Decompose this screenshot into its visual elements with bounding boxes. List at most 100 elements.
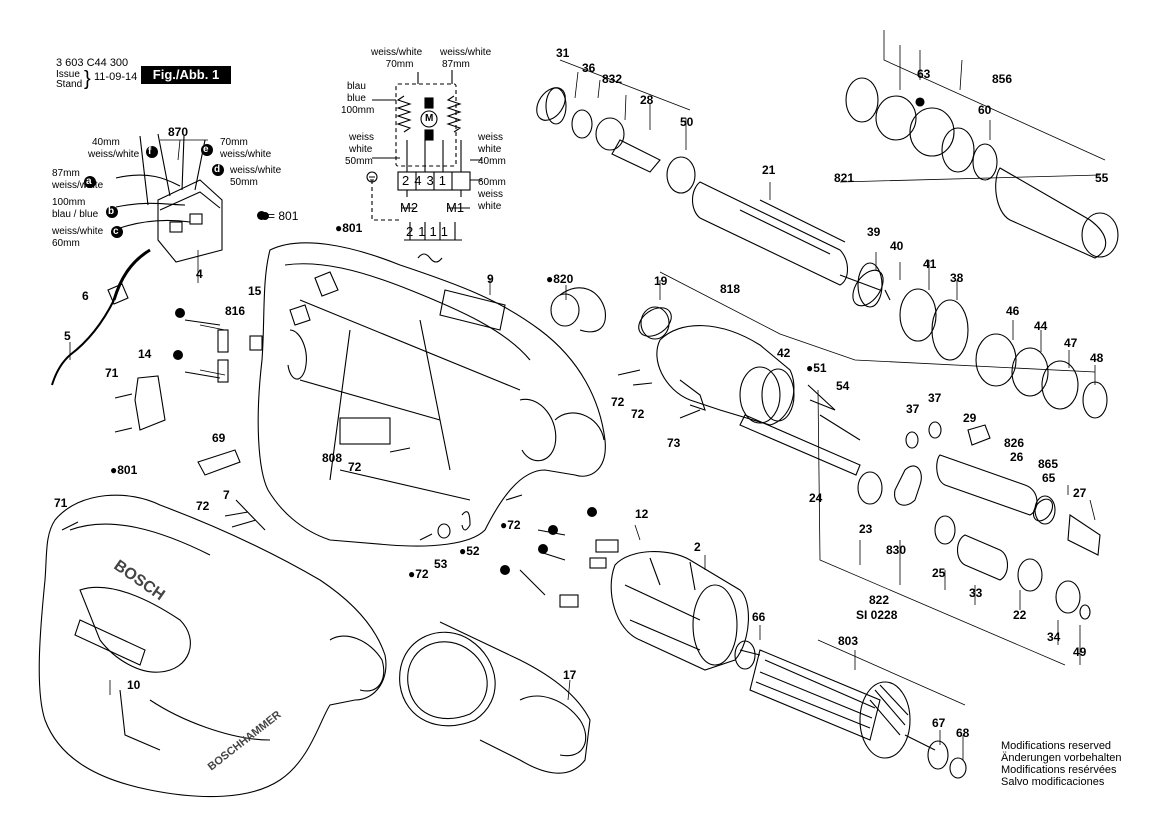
callout-801: ●801 — [335, 221, 363, 235]
callout-4: 4 — [196, 267, 203, 281]
callout-55: 55 — [1095, 171, 1109, 185]
issue-date: 11-09-14 — [94, 71, 138, 83]
callout-24: 24 — [809, 491, 823, 505]
callout-72: 72 — [611, 395, 625, 409]
stand-label: Stand — [56, 79, 83, 90]
part-number: 3 603 C44 300 — [56, 57, 129, 69]
callout-9: 9 — [487, 272, 494, 286]
wiring-schematic — [366, 70, 482, 263]
callout-60: 60 — [978, 103, 992, 117]
callout-33: 33 — [969, 586, 983, 600]
note-en: Modifications reserved — [1001, 740, 1112, 752]
terminal-numbers: 2431 — [402, 173, 451, 188]
callout-65: 65 — [1042, 471, 1056, 485]
callout-808: 808 — [322, 451, 343, 465]
callout-36: 36 — [582, 61, 596, 75]
spindle-assembly — [545, 87, 883, 308]
callout-47: 47 — [1064, 336, 1078, 350]
callout-38: 38 — [950, 271, 964, 285]
note-fr: Modifications resérvées — [1001, 764, 1117, 776]
callout-6: 6 — [82, 289, 89, 303]
callout-72: ●72 — [408, 567, 429, 581]
callout-50: 50 — [680, 115, 694, 129]
callout-72: 72 — [348, 460, 362, 474]
dot-legend: = 801 — [257, 210, 298, 222]
callout-71: 71 — [105, 366, 119, 380]
callout-44: 44 — [1034, 319, 1048, 333]
callout-63: 63 — [917, 67, 931, 81]
callout-41: 41 — [923, 257, 937, 271]
callout-51: ●51 — [806, 361, 827, 375]
gasket-and-bracket — [399, 621, 591, 774]
motor-symbol: M — [425, 113, 434, 124]
callout-818: 818 — [720, 282, 741, 296]
callout-21: 21 — [762, 163, 776, 177]
housing-half — [257, 242, 606, 547]
callout-46: 46 — [1006, 304, 1020, 318]
callout-72: ●72 — [500, 518, 521, 532]
callout-22: 22 — [1013, 608, 1027, 622]
callout-49: 49 — [1073, 645, 1087, 659]
callout-54: 54 — [836, 379, 850, 393]
switch-contact-numbers: 2111 — [406, 224, 453, 239]
callout-72: 72 — [631, 407, 645, 421]
bubble-a: a — [86, 176, 92, 187]
callout-816: 816 — [225, 304, 246, 318]
callout-856: 856 — [992, 72, 1013, 86]
callout-820: ●820 — [546, 272, 574, 286]
bubble-d: d — [214, 164, 221, 175]
armature — [734, 640, 967, 779]
brace-glyph: } — [84, 68, 91, 90]
note-es: Salvo modificaciones — [1001, 776, 1105, 788]
callout-69: 69 — [212, 431, 226, 445]
callout-29: 29 — [963, 411, 977, 425]
gear-housing — [550, 287, 795, 426]
callout-53: 53 — [434, 557, 448, 571]
callout-72: 72 — [196, 499, 210, 513]
callout-66: 66 — [752, 610, 766, 624]
leader-lines — [69, 30, 1106, 760]
chuck-assembly — [845, 77, 1119, 259]
callout-si-0228: SI 0228 — [856, 608, 898, 622]
note-de: Änderungen vorbehalten — [1001, 752, 1122, 764]
callout-26: 26 — [1010, 450, 1024, 464]
small-parts — [61, 289, 891, 608]
callout-10: 10 — [127, 678, 141, 692]
bubble-e: e — [203, 144, 209, 155]
callout-23: 23 — [859, 522, 873, 536]
callout-17: 17 — [563, 668, 577, 682]
callout-830: 830 — [886, 543, 907, 557]
callout-15: 15 — [248, 284, 262, 298]
motor-label-m1: M1 — [446, 200, 465, 215]
bubble-c: c — [113, 226, 119, 237]
motor-label-m2: M2 — [400, 200, 419, 215]
callout-801: ●801 — [110, 463, 138, 477]
o-rings — [536, 87, 1054, 522]
callout-71: 71 — [54, 496, 68, 510]
callout-826: 826 — [1004, 436, 1025, 450]
callout-67: 67 — [932, 716, 946, 730]
callout-2: 2 — [694, 540, 701, 554]
callout-40: 40 — [890, 239, 904, 253]
bubble-b: b — [108, 206, 115, 217]
callout-31: 31 — [556, 46, 570, 60]
dot-legend-icon — [257, 211, 266, 220]
callout-7: 7 — [223, 488, 230, 502]
callout-14: 14 — [138, 347, 152, 361]
callout-19: 19 — [654, 274, 668, 288]
callout-821: 821 — [834, 171, 855, 185]
callout-865: 865 — [1038, 457, 1059, 471]
bubble-f: f — [148, 146, 152, 157]
figure-label: Fig./Abb. 1 — [141, 66, 231, 84]
